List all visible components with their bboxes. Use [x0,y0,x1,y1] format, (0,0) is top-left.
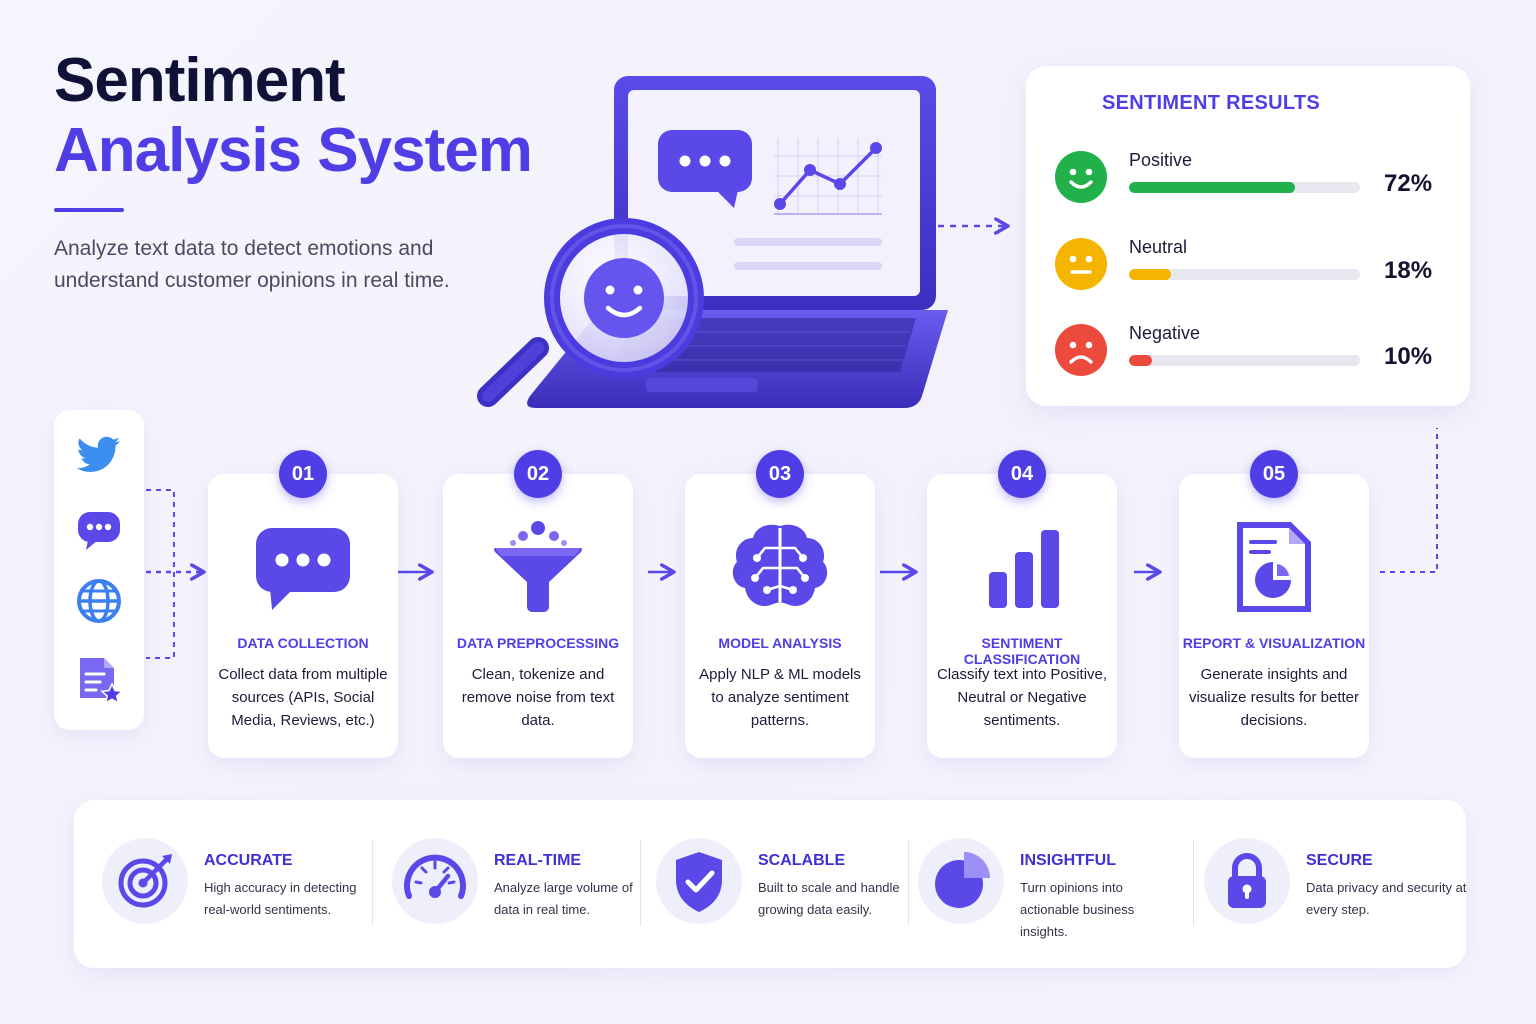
review-document-icon [74,654,124,704]
step-number: 01 [279,450,327,498]
pie-chart-icon [918,838,1004,924]
result-percent: 18% [1384,257,1433,284]
result-bar-track [1129,269,1360,280]
report-icon [1219,518,1329,618]
result-bar-track [1129,182,1360,193]
feature-description: Turn opinions into actionable business i… [1020,880,1135,939]
result-bar-fill [1129,182,1296,193]
result-row-positive: Positive 72% [1054,150,1454,210]
result-bar-track [1129,355,1360,366]
feature-secure: SECURE Data privacy and security at ever… [1176,800,1466,968]
step-description: Classify text into Positive, Neutral or … [936,666,1108,729]
page-title-line2: Analysis System [54,116,533,185]
step-number: 03 [756,450,804,498]
feature-title: ACCURATE [204,852,293,869]
twitter-icon [74,430,124,480]
feature-divider [640,840,641,926]
feature-divider [1193,840,1194,926]
feature-scalable: SCALABLE Built to scale and handle growi… [628,800,908,968]
result-row-negative: Negative 10% [1054,323,1454,383]
target-icon [102,838,188,924]
feature-divider [372,840,373,926]
step-title: MODEL ANALYSIS [718,635,842,651]
result-label: Negative [1129,323,1201,343]
feature-divider [908,840,909,926]
feature-description: Built to scale and handle growing data e… [758,880,900,917]
step-title: DATA PREPROCESSING [456,635,620,651]
feature-description: High accuracy in detecting real-world se… [204,880,357,917]
bar-chart-icon [967,518,1077,618]
result-label: Positive [1129,150,1193,170]
funnel-icon [483,518,593,618]
step-description: Apply NLP & ML models to analyze sentime… [699,666,861,729]
feature-description: Analyze large volume of data in real tim… [494,880,633,917]
results-title: SENTIMENT RESULTS [1102,92,1321,114]
step-number: 04 [998,450,1046,498]
laptop-magnifier-illustration [477,76,948,408]
happy-face-icon [1054,150,1108,204]
result-percent: 72% [1384,170,1433,197]
feature-real-time: REAL-TIME Analyze large volume of data i… [364,800,646,968]
brain-icon [725,518,835,618]
feature-title: REAL-TIME [494,852,582,869]
step-number: 02 [514,450,562,498]
feature-description: Data privacy and security at every step. [1306,880,1467,917]
feature-title: SCALABLE [758,852,846,869]
sentiment-results-panel: SENTIMENT RESULTS Positive 72% Neutral 1… [1026,66,1470,406]
features-strip: ACCURATE High accuracy in detecting real… [74,800,1466,968]
sad-face-icon [1054,323,1108,377]
step-description: Collect data from multiple sources (APIs… [218,666,388,729]
page-title-line1: Sentiment [54,46,346,115]
result-bar-fill [1129,355,1153,366]
step-title: REPORT & VISUALIZATION [1182,635,1366,651]
chat-bubble-icon [74,504,124,554]
result-bar-fill [1129,269,1171,280]
step-description: Clean, tokenize and remove noise from te… [461,666,615,729]
feature-accurate: ACCURATE High accuracy in detecting real… [74,800,372,968]
globe-icon [74,576,124,626]
speedometer-icon [392,838,478,924]
step-card-data-preprocessing: 02 DATA PREPROCESSING Clean, tokenize an… [443,450,633,758]
step-card-model-analysis: 03 MODEL ANALYSIS Apply NLP & ML models … [685,450,875,758]
result-percent: 10% [1384,343,1433,370]
step-card-data-collection: 01 DATA COLLECTION Collect data from mul… [208,450,398,758]
page-subtitle: Analyze text data to detect emotions and… [54,237,450,292]
step-number: 05 [1250,450,1298,498]
neutral-face-icon [1054,237,1108,291]
title-underline [54,208,124,212]
result-label: Neutral [1129,237,1188,257]
data-sources-column [54,410,144,730]
shield-check-icon [656,838,742,924]
result-row-neutral: Neutral 18% [1054,237,1454,297]
feature-title: SECURE [1306,852,1373,869]
step-description: Generate insights and visualize results … [1188,666,1360,729]
step-card-report-visualization: 05 REPORT & VISUALIZATION Generate insig… [1179,450,1369,758]
feature-title: INSIGHTFUL [1020,852,1116,869]
step-card-sentiment-classification: 04 SENTIMENT CLASSIFICATION Classify tex… [927,450,1117,758]
feature-insightful: INSIGHTFUL Turn opinions into actionable… [890,800,1180,968]
step-title: SENTIMENT CLASSIFICATION [963,635,1081,667]
lock-icon [1204,838,1290,924]
step-title: DATA COLLECTION [237,635,369,651]
chat-bubble-icon [248,518,358,618]
